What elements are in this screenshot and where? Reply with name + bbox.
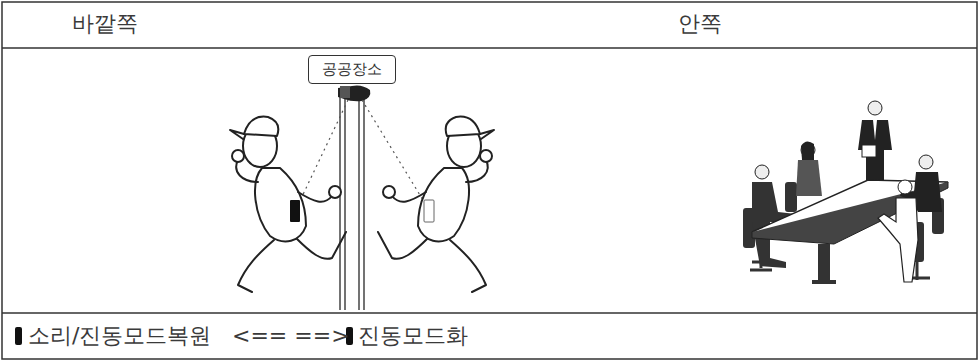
standing-person	[858, 101, 892, 182]
arm	[298, 192, 332, 202]
leg	[238, 240, 274, 292]
header-divider	[2, 47, 977, 49]
table-leg	[818, 244, 830, 284]
column-heading: 안쪽	[655, 11, 745, 37]
head	[755, 165, 769, 179]
shirt	[873, 120, 877, 140]
meeting-scene	[743, 101, 948, 284]
walking-person	[378, 117, 494, 292]
phone-on	[290, 200, 300, 222]
phone-symbol	[15, 327, 22, 345]
mode-label: <== ==>	[232, 323, 344, 349]
head	[868, 101, 882, 115]
sensor	[338, 86, 370, 102]
seated-person	[878, 180, 918, 282]
paper	[862, 145, 876, 157]
cap-brim	[230, 130, 244, 139]
gate-post	[339, 96, 341, 310]
signal-line	[298, 100, 348, 205]
gate	[340, 96, 364, 310]
sign-box: 공공장소	[308, 55, 396, 84]
phone-symbol	[346, 327, 353, 345]
gate-post	[344, 96, 346, 310]
footer-divider	[2, 312, 977, 314]
signal-lines	[298, 100, 426, 205]
body	[878, 198, 918, 282]
sensor-box	[340, 86, 350, 98]
body	[796, 160, 822, 196]
fist	[232, 150, 244, 162]
table-foot	[812, 280, 836, 284]
fist	[329, 186, 341, 198]
phone-silent	[424, 200, 434, 222]
chair	[785, 182, 797, 212]
head	[919, 155, 933, 169]
seated-person	[796, 141, 822, 196]
mode-label: 소리/진동모드복원	[28, 323, 228, 349]
cap	[244, 117, 278, 136]
hair	[801, 141, 814, 162]
sign-text: 공공장소	[322, 61, 382, 78]
body	[858, 120, 892, 182]
column-heading: 바깥쪽	[55, 11, 155, 37]
gate-post	[358, 96, 360, 310]
leg	[296, 232, 346, 259]
mode-label: 진동모드화	[358, 323, 498, 349]
torso	[255, 168, 306, 241]
gate-post	[363, 96, 365, 310]
walking-person	[230, 117, 346, 292]
head	[898, 180, 912, 194]
